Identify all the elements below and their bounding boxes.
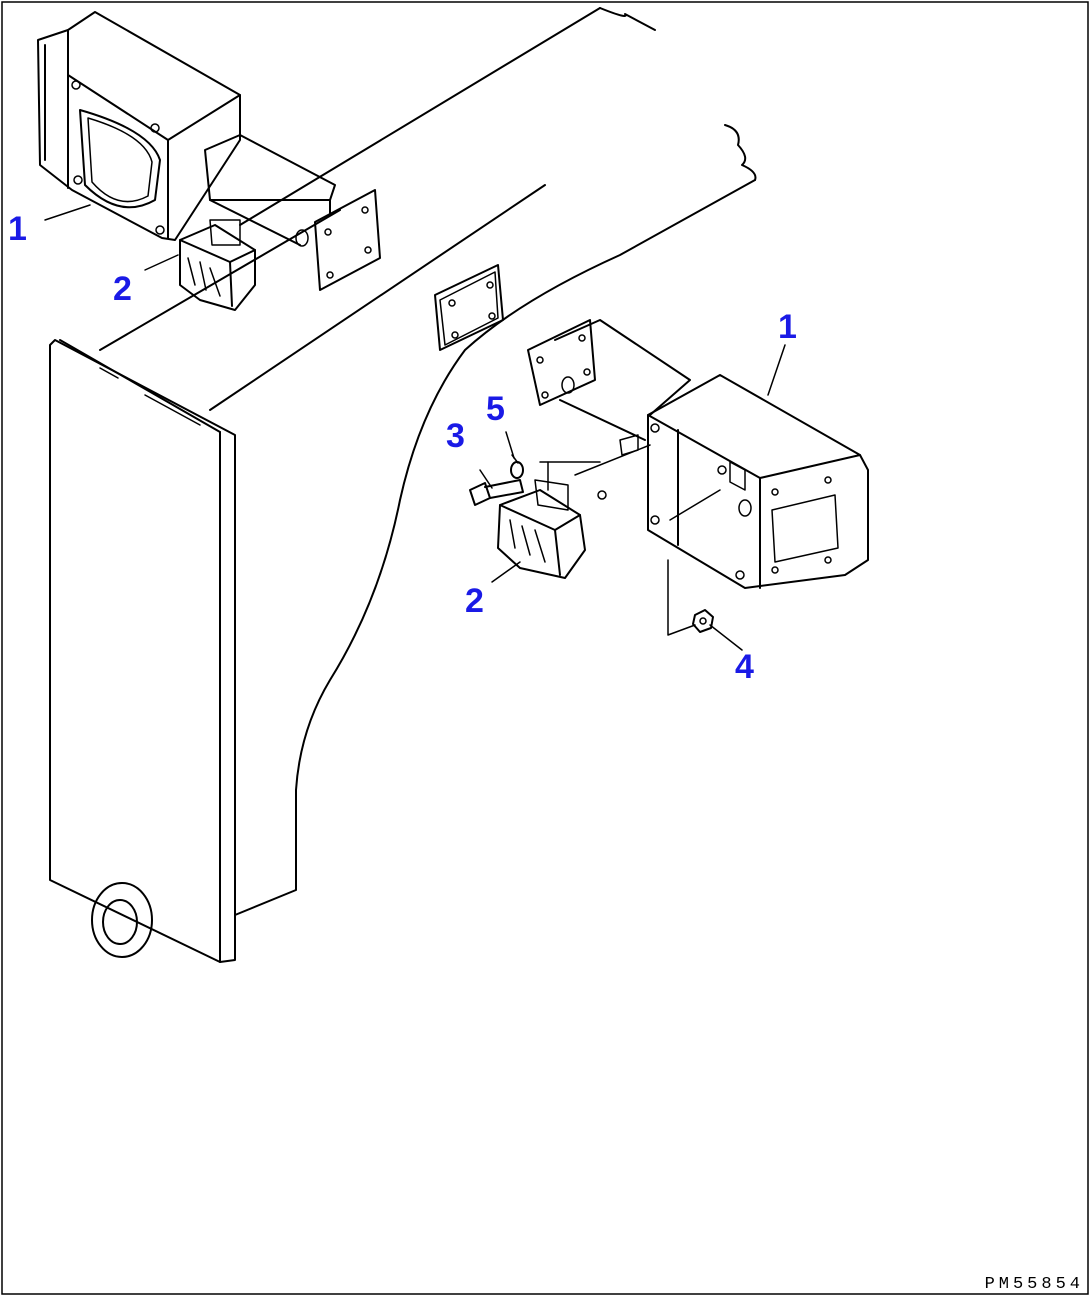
part-label-5: 5 bbox=[486, 390, 505, 428]
part-label-4: 4 bbox=[735, 648, 754, 686]
spring-washer bbox=[510, 454, 524, 479]
work-lamp-upper bbox=[179, 219, 256, 311]
part-label-2-upper: 2 bbox=[113, 270, 132, 308]
part-label-1-upper: 1 bbox=[8, 210, 27, 248]
headlamp-upper bbox=[37, 11, 381, 291]
nut bbox=[667, 559, 714, 636]
mounting-plate bbox=[434, 264, 504, 351]
vehicle-body bbox=[99, 7, 757, 916]
work-lamp-lower bbox=[497, 434, 651, 579]
side-panel bbox=[49, 339, 236, 963]
part-labels: 1 2 1 3 5 2 4 bbox=[8, 210, 797, 686]
part-label-1-lower: 1 bbox=[778, 308, 797, 346]
headlamp-lower bbox=[527, 319, 869, 589]
leader-lines bbox=[44, 204, 786, 651]
part-label-3: 3 bbox=[446, 417, 465, 455]
drawing-reference-code: PM55854 bbox=[985, 1275, 1084, 1294]
bolt bbox=[469, 479, 524, 506]
part-label-2-lower: 2 bbox=[465, 582, 484, 620]
